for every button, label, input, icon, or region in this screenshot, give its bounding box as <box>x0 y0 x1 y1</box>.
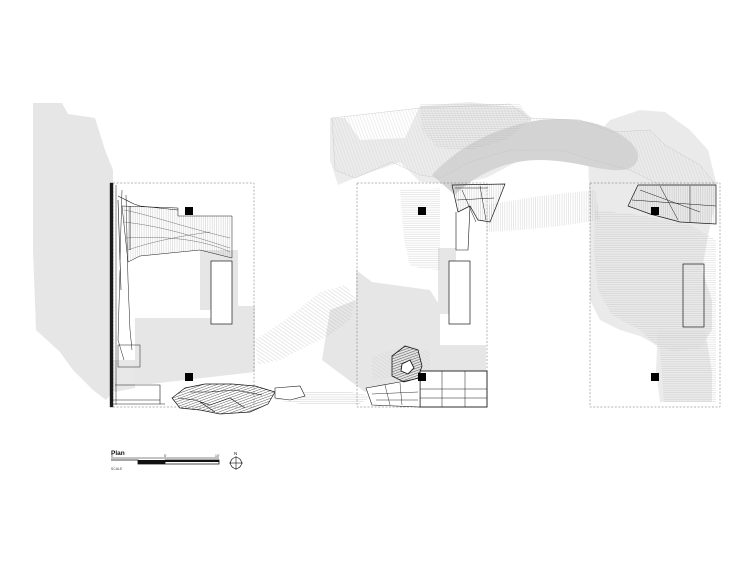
right-white-panel <box>682 263 705 328</box>
middle-vertical-strip <box>455 205 471 251</box>
left-sculpture <box>171 383 276 415</box>
hatch-right-column <box>594 210 716 402</box>
column-right-bottom <box>651 373 659 381</box>
middle-building <box>365 183 506 408</box>
left-canopy-strokes <box>123 209 231 253</box>
left-canopy-edge <box>117 195 179 291</box>
hatch-bridge-upper <box>486 190 600 232</box>
column-middle-bottom <box>418 373 426 381</box>
outline-right-block <box>589 182 721 408</box>
left-canopy <box>121 205 233 263</box>
column-left-bottom <box>185 373 193 381</box>
scale-label: SCALE <box>111 467 122 471</box>
left-white-panel <box>210 260 233 325</box>
scale-tick-5: 5' <box>164 454 167 458</box>
right-building <box>627 184 717 328</box>
scale-bar <box>111 457 220 465</box>
shadow-middle-block <box>322 270 486 392</box>
structural-columns <box>185 207 659 381</box>
ghost-roof-upper <box>420 104 530 150</box>
middle-ramp <box>365 377 421 408</box>
column-middle-top <box>418 207 426 215</box>
plan-legend: Plan 0' 5' 10' SCALE N <box>111 450 243 471</box>
left-wall-lines <box>115 185 133 405</box>
left-room-box <box>117 344 141 368</box>
hatch-bridge-left <box>255 285 356 365</box>
scale-tick-10: 10' <box>215 454 220 458</box>
left-sculpture-detail <box>177 389 263 413</box>
shadow-left-block <box>33 103 113 400</box>
column-right-top <box>651 207 659 215</box>
shadow-left-lower <box>100 360 135 392</box>
left-wall-bottom <box>110 384 165 405</box>
column-left-top <box>185 207 193 215</box>
north-arrow-icon <box>229 456 243 470</box>
hatch-middle-left <box>400 188 440 270</box>
middle-top-lines <box>455 185 495 223</box>
outline-left-block <box>112 182 255 408</box>
right-top-piece <box>627 184 717 225</box>
middle-grid-lines <box>420 371 487 407</box>
middle-sculpture-core <box>400 359 415 375</box>
left-wall-vertical <box>109 182 114 408</box>
left-sculpture-tail <box>274 385 306 401</box>
left-building <box>109 182 306 415</box>
shadow-left-inner <box>135 306 255 384</box>
middle-white-panel <box>448 260 471 325</box>
middle-ramp-lines <box>371 382 419 406</box>
middle-top-piece <box>451 183 506 223</box>
scale-tick-0: 0' <box>111 454 114 458</box>
right-top-lines <box>631 185 717 222</box>
north-label: N <box>234 451 237 456</box>
plan-title: Plan <box>111 450 125 457</box>
